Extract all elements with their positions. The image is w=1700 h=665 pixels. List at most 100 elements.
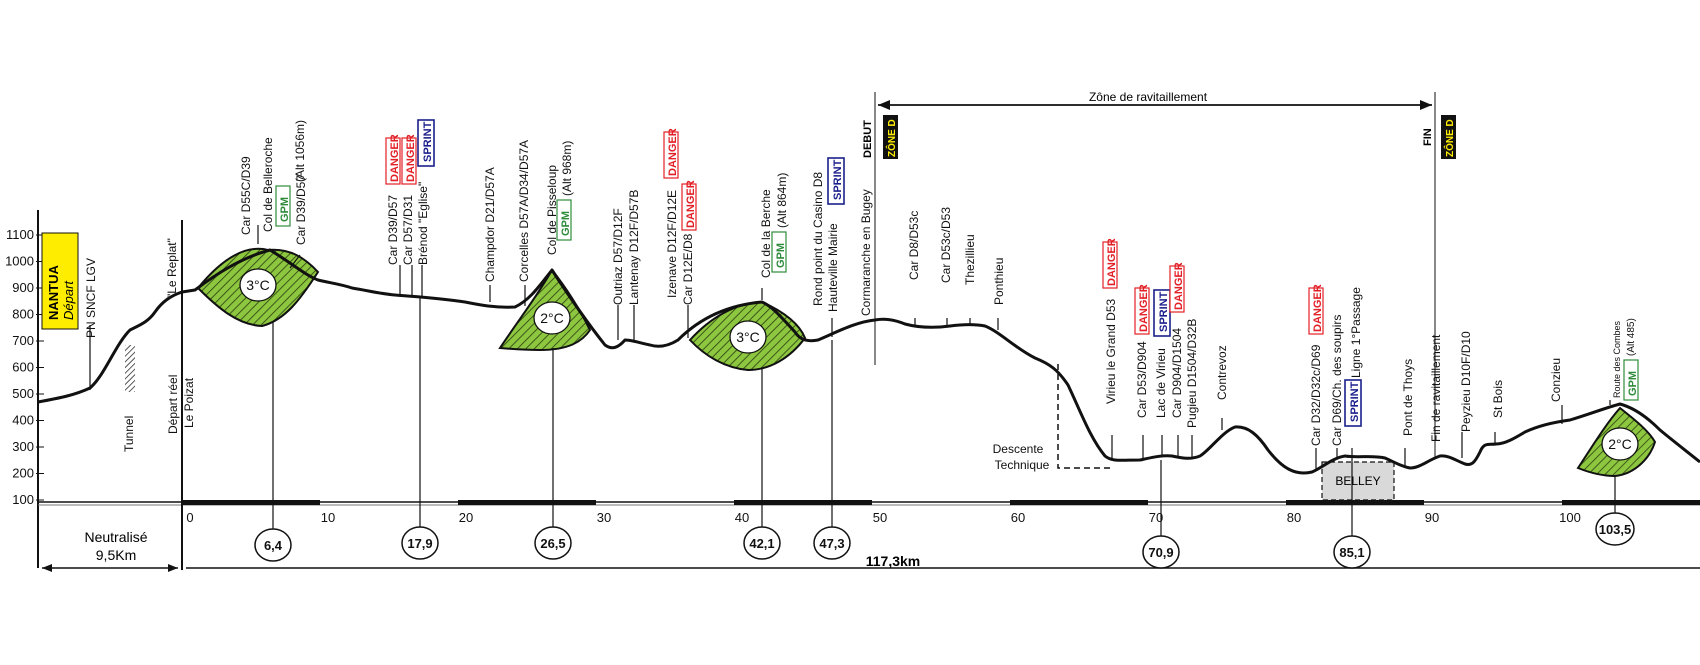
danger-4-box <box>681 183 697 231</box>
km-circle-6-4-label: 6,4 <box>264 538 283 553</box>
total-distance: 117,3km <box>866 553 921 569</box>
zone-arrow-right-head <box>1420 100 1432 110</box>
nantua-depart: Départ <box>61 280 76 320</box>
pt-car-d69: Car D69/Ch. des soupirs <box>1330 315 1344 446</box>
danger-8-label: DANGER <box>1312 284 1324 332</box>
danger-4-label: DANGER <box>685 180 697 228</box>
km-circle-17-9-label: 17,9 <box>407 536 432 551</box>
temp-circle-combes: 2°C <box>1601 427 1639 461</box>
elevation-profile-line <box>37 248 1700 475</box>
pt-alt-968: (Alt 968m) <box>560 141 574 196</box>
gpm-combes-label: GPM <box>1627 371 1639 396</box>
neutral-arrow-right-head <box>168 564 178 572</box>
depart-reel-label: Départ réel <box>166 375 180 434</box>
pt-peyzieu: Peyzieu D10F/D10 <box>1459 331 1473 432</box>
temp-circle-belleroche: 3°C <box>239 268 277 302</box>
km-scale-bar <box>458 500 596 505</box>
neutral-arrow-left-head <box>42 564 52 572</box>
descente-line1: Descente <box>993 442 1044 456</box>
tunnel-hatch <box>125 345 135 392</box>
y-tick-label: 600 <box>12 360 34 375</box>
pt-thezillieu: Thezillieu <box>963 234 977 285</box>
pt-contrevoz: Contrevoz <box>1215 345 1229 400</box>
pt-pugieu: Pugieu D1504/D32B <box>1185 319 1199 428</box>
km-circle-42-1: 42,1 <box>743 526 781 560</box>
pt-col-berche: Col de la Berche <box>759 189 773 278</box>
belley-box <box>1321 461 1395 501</box>
temp-combes-label: 2°C <box>1608 436 1632 452</box>
km-drop-lines <box>272 296 1616 536</box>
x-tick-label: 50 <box>873 510 887 525</box>
pt-car-d32: Car D32/D32c/D69 <box>1309 344 1323 446</box>
zone-d-debut-box <box>883 115 898 159</box>
zone-arrow-left-head <box>878 100 890 110</box>
temp-berche-label: 3°C <box>736 329 760 345</box>
danger-1-label: DANGER <box>389 134 401 182</box>
danger-2-label: DANGER <box>405 134 417 182</box>
km-circle-47-3-label: 47,3 <box>819 536 844 551</box>
x-tick-label: 60 <box>1011 510 1025 525</box>
x-tick-label: 80 <box>1287 510 1301 525</box>
sprint-1-label: SPRINT <box>422 121 434 162</box>
pt-car-d904: Car D904/D1504 <box>1170 328 1184 418</box>
sprint-2-label: SPRINT <box>832 159 844 200</box>
y-tick-label: 1000 <box>5 254 34 269</box>
danger-5-box <box>1102 241 1118 289</box>
le-replat-label: "Le Replat" <box>165 238 179 298</box>
pt-col-pisseloup: Col de Pisseloup <box>545 165 559 255</box>
pt-car-d57-d31: Car D57/D31 <box>401 195 415 265</box>
gpm-pisseloup-label: GPM <box>560 211 572 236</box>
tunnel-label: Tunnel <box>122 416 136 452</box>
gpm-combes-box <box>1623 359 1639 401</box>
km-scale-bar <box>1562 500 1700 505</box>
temp-pisseloup-label: 2°C <box>540 310 564 326</box>
km-circle-103-5-label: 103,5 <box>1599 522 1632 537</box>
pt-lac-virieu: Lac de Virieu <box>1154 348 1168 418</box>
km-circle-103-5: 103,5 <box>1595 512 1635 546</box>
danger-2-box <box>401 137 417 185</box>
pt-st-bois: St Bois <box>1491 380 1505 418</box>
km-circle-42-1-label: 42,1 <box>749 536 774 551</box>
pt-route-combes: Route des Combes <box>1612 320 1622 398</box>
danger-3-label: DANGER <box>667 128 679 176</box>
y-tick-label: 700 <box>12 333 34 348</box>
pt-alt-1056: (Alt 1056m) <box>293 120 307 182</box>
x-tick-label: 40 <box>735 510 749 525</box>
x-tick-label: 20 <box>459 510 473 525</box>
danger-7-box <box>1169 265 1185 313</box>
pt-fin-ravit: Fin de ravitaillement <box>1429 334 1443 442</box>
x-tick-label: 100 <box>1559 510 1581 525</box>
km-scale-bar <box>1010 500 1148 505</box>
descente-line2: Technique <box>995 458 1050 472</box>
pt-champdor: Champdor D21/D57A <box>483 167 497 282</box>
y-tick-label: 800 <box>12 307 34 322</box>
sprint-3-label: SPRINT <box>1158 291 1170 332</box>
pt-virieu-grand: Virieu le Grand D53 <box>1104 299 1118 404</box>
pt-lantenay: Lantenay D12F/D57B <box>627 190 641 305</box>
pt-car-d55c: Car D55C/D39 <box>239 156 253 235</box>
sprint-3-box <box>1153 289 1171 337</box>
temp-circle-pisseloup: 2°C <box>533 301 571 335</box>
sprint-4-label: SPRINT <box>1349 381 1361 422</box>
x-tick-label: 0 <box>186 510 193 525</box>
y-tick-label: 300 <box>12 439 34 454</box>
y-tick-label: 1100 <box>6 227 34 242</box>
pt-car-d8: Car D8/D53c <box>907 211 921 280</box>
pt-col-belleroche: Col de Belleroche <box>261 137 275 232</box>
pt-car-d53c: Car D53c/D53 <box>939 207 953 283</box>
sprint-1-box <box>417 119 435 167</box>
danger-6-box <box>1134 287 1150 335</box>
km-circle-17-9: 17,9 <box>401 526 439 560</box>
gpm-berche-label: GPM <box>775 243 787 268</box>
danger-7-label: DANGER <box>1173 262 1185 310</box>
y-tick-label: 500 <box>12 386 34 401</box>
gpm-belleroche-label: GPM <box>279 197 291 222</box>
pt-alt-864: (Alt 864m) <box>775 173 789 228</box>
pt-alt-485: (Alt 485) <box>1626 318 1637 356</box>
descente-dashed-box <box>1057 364 1112 469</box>
km-circle-85-1: 85,1 <box>1333 535 1371 569</box>
neutral-line2: 9,5Km <box>96 547 136 563</box>
